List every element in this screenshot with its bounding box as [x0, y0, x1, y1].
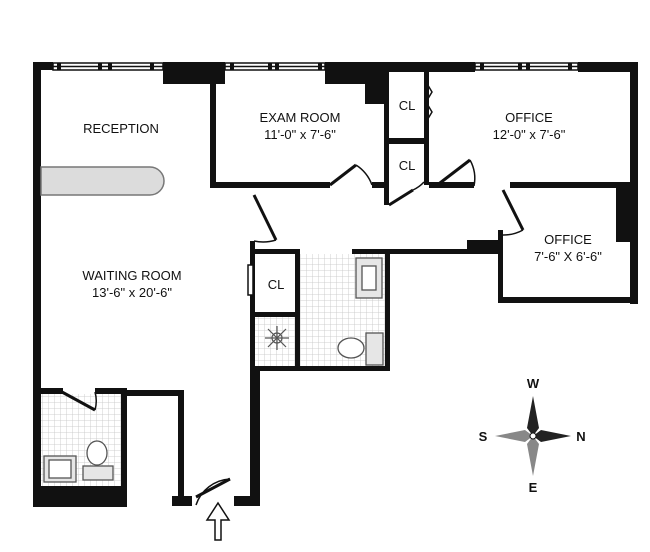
reception-counter [40, 166, 165, 196]
room-label-waiting: WAITING ROOM [82, 268, 181, 283]
window-mullions [57, 63, 572, 70]
room-size-exam: 11'-0" x 7'-6" [264, 127, 336, 142]
windows [52, 62, 579, 71]
bathtub-fixture [355, 257, 383, 299]
room-label-office-main: OFFICE [505, 110, 553, 125]
compass-south-label: S [479, 429, 488, 444]
shower-drain-icon [265, 326, 289, 350]
compass-west-label: W [527, 376, 540, 391]
doors [61, 81, 525, 506]
room-label-reception: RECEPTION [83, 121, 159, 136]
sink-fixture [337, 332, 384, 366]
room-label-closet-hall: CL [268, 277, 285, 292]
room-size-waiting: 13'-6" x 20'-6" [92, 285, 172, 300]
compass-rose-icon [495, 396, 571, 476]
room-label-closet-upper: CL [399, 98, 416, 113]
room-size-office-main: 12'-0" x 7'-6" [493, 127, 566, 142]
entrance-arrow-icon [205, 501, 231, 541]
toilet-fixture [82, 440, 114, 481]
compass-east-label: E [529, 480, 538, 495]
interior-walls [33, 70, 638, 507]
room-label-office-small: OFFICE [544, 232, 592, 247]
room-label-closet-lower: CL [399, 158, 416, 173]
room-size-office-small: 7'-6" X 6'-6" [534, 249, 602, 264]
compass-north-label: N [576, 429, 585, 444]
bath-sink-left [43, 455, 77, 483]
shower-tile-floor [255, 317, 295, 366]
room-label-exam: EXAM ROOM [260, 110, 341, 125]
